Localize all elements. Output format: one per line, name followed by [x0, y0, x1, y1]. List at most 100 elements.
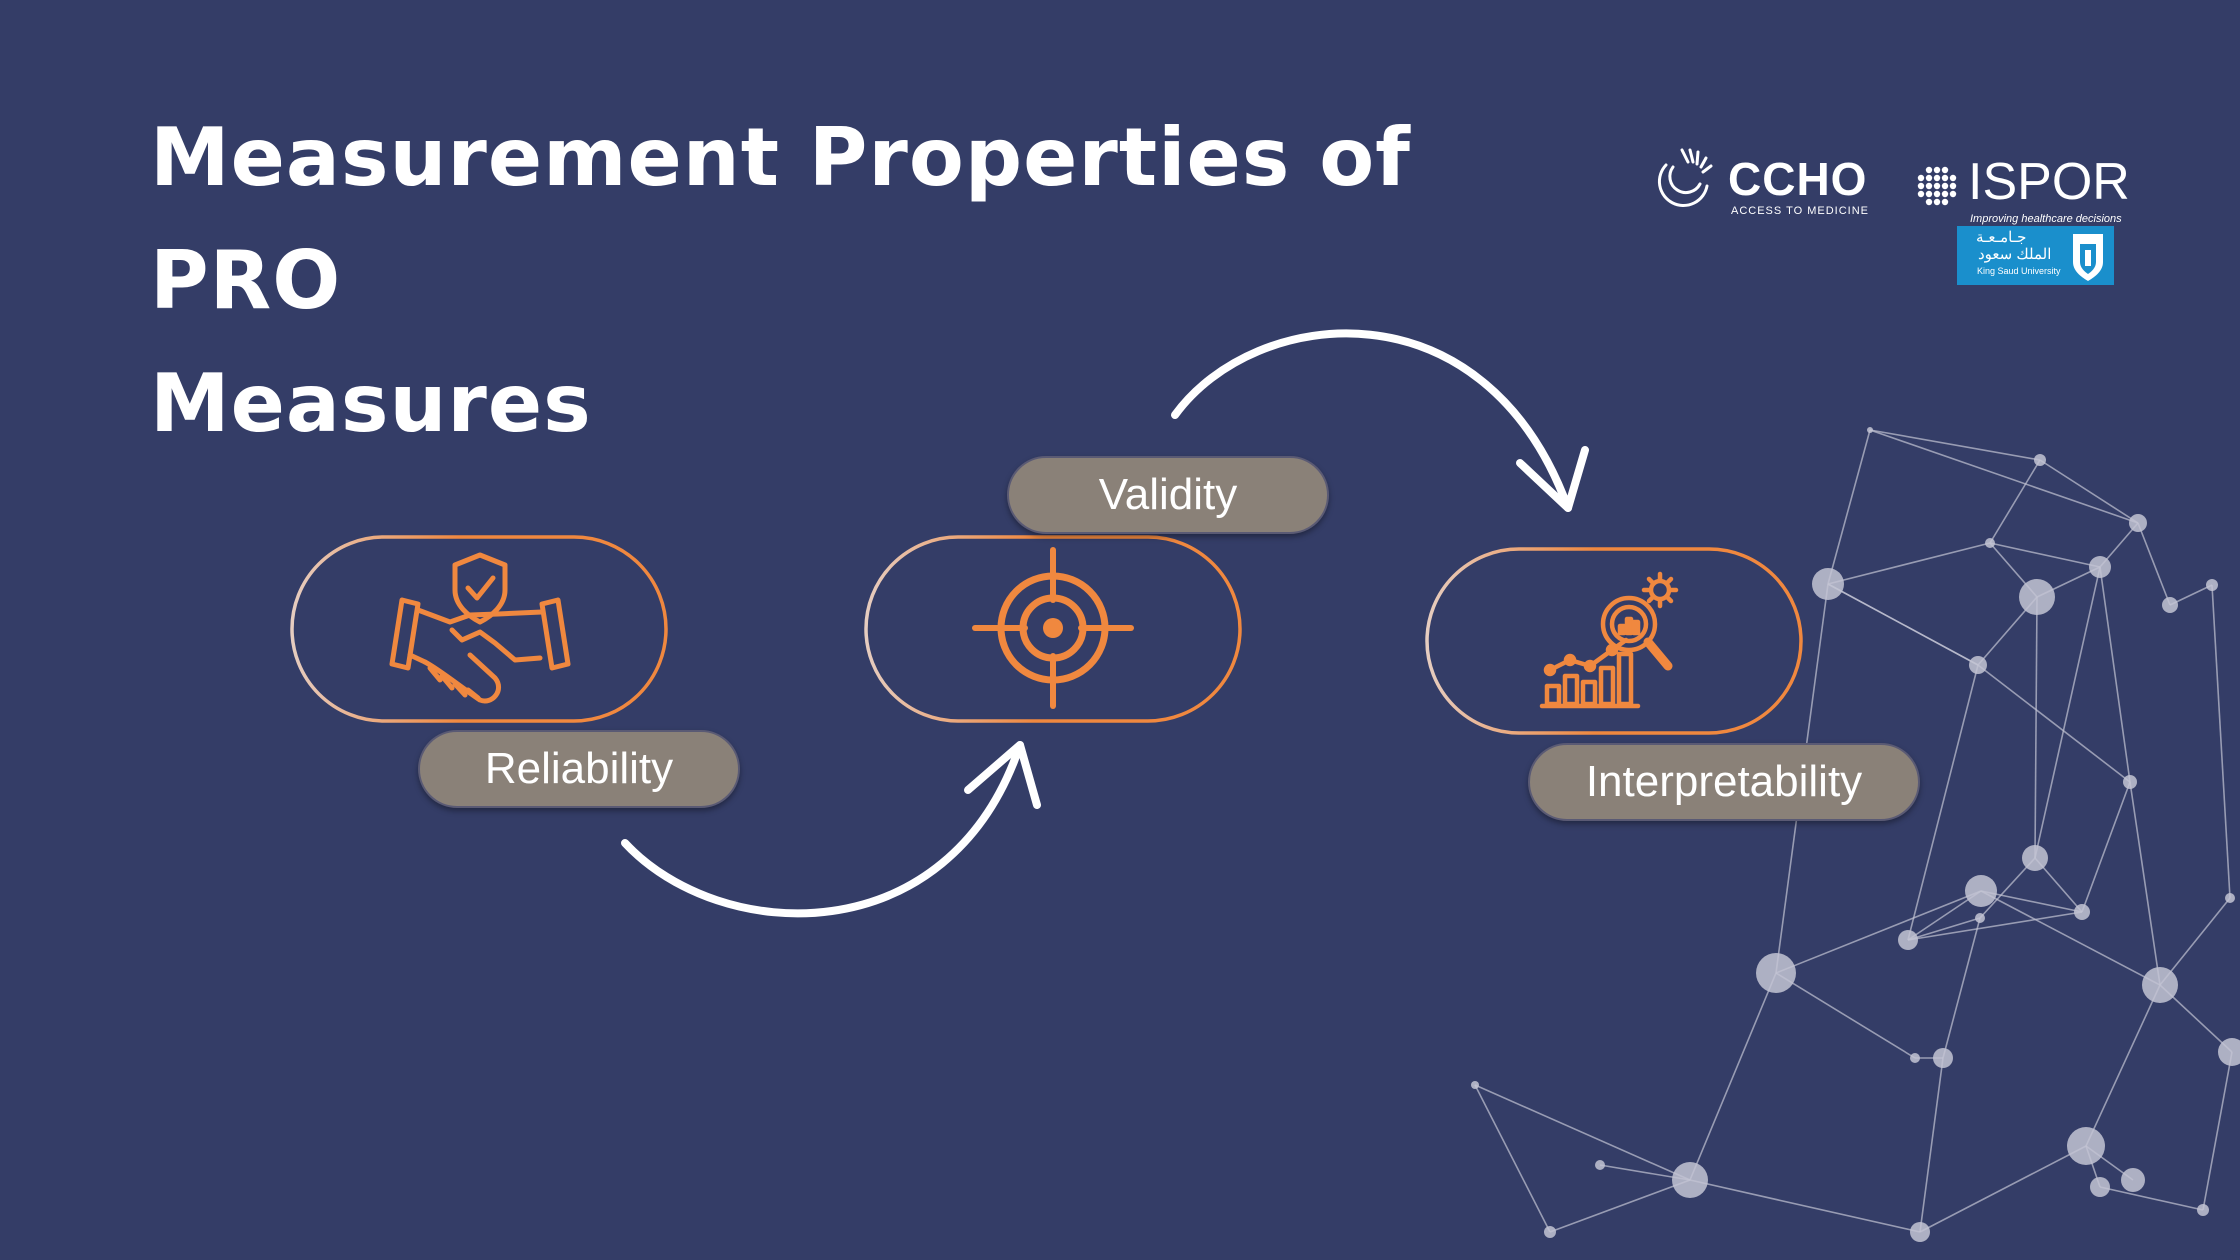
network-node	[1471, 1081, 1479, 1089]
title-line-1: Measurement Properties of PRO	[150, 111, 1411, 327]
network-edge	[1919, 1057, 1944, 1233]
network-node	[2225, 893, 2235, 903]
network-node	[1867, 427, 1873, 433]
network-edge	[1989, 542, 2101, 568]
ispor-dot	[1925, 166, 1933, 174]
ispor-dot	[1941, 174, 1949, 182]
network-edge	[2159, 897, 2231, 986]
network-edge	[1979, 857, 2036, 919]
network-edge	[1827, 542, 1991, 585]
network-edge	[1977, 664, 2131, 783]
network-node	[2074, 904, 2090, 920]
ispor-dot	[1925, 182, 1933, 190]
ksu-logo-arabic-line1: جـامـعـة	[1976, 229, 2027, 246]
network-edge	[1474, 1084, 1551, 1233]
network-edge	[2034, 566, 2101, 859]
network-edge	[1919, 1145, 2087, 1233]
ksu-logo-arabic-line2: الملك سعود	[1978, 246, 2052, 263]
network-edge	[1907, 664, 1979, 941]
network-edge	[2137, 522, 2171, 606]
step-container-validity	[864, 535, 1242, 723]
network-edge	[1775, 972, 1916, 1059]
ispor-dot	[1933, 190, 1941, 198]
ispor-dot	[1941, 198, 1949, 206]
ispor-dot	[1925, 198, 1933, 206]
target-crosshair-icon	[972, 547, 1134, 709]
network-edge	[1474, 1084, 1691, 1181]
network-node	[1969, 656, 1987, 674]
network-edge	[2085, 984, 2161, 1147]
network-edge	[1827, 583, 1979, 666]
arrow-validity-to-interpretability	[1171, 329, 1589, 512]
step-label-interpretability: Interpretability	[1528, 743, 1920, 821]
ispor-dot	[1933, 166, 1941, 174]
ispor-dot	[1949, 174, 1957, 182]
network-node	[1910, 1222, 1930, 1242]
network-node	[1985, 538, 1995, 548]
network-node	[1672, 1162, 1708, 1198]
ispor-dot	[1949, 190, 1957, 198]
ispor-dot	[1917, 174, 1925, 182]
ispor-dot	[1933, 174, 1941, 182]
ispor-logo-name: ISPOR	[1968, 153, 2130, 211]
network-edge	[1907, 917, 1981, 941]
network-node	[1756, 953, 1796, 993]
network-node	[1965, 875, 1997, 907]
network-node	[2034, 454, 2046, 466]
network-node	[1812, 568, 1844, 600]
network-edge	[1907, 911, 2083, 941]
ispor-dot	[1925, 190, 1933, 198]
arrow-reliability-to-validity	[621, 741, 1041, 918]
network-edge	[1980, 890, 2161, 986]
network-node	[2218, 1038, 2240, 1066]
network-node	[1910, 1053, 1920, 1063]
network-edge	[2202, 1051, 2233, 1211]
network-edge	[2081, 781, 2131, 913]
ispor-dot	[1917, 190, 1925, 198]
network-node	[2019, 579, 2055, 615]
network-edge	[1980, 890, 2083, 913]
network-node	[2197, 1204, 2209, 1216]
network-node	[2142, 967, 2178, 1003]
ispor-dot	[1933, 198, 1941, 206]
network-node	[1975, 913, 1985, 923]
network-node	[2206, 579, 2218, 591]
network-edge	[1989, 459, 2041, 544]
handshake-shield-icon	[389, 552, 571, 704]
ispor-dot	[1925, 174, 1933, 182]
ispor-dot	[1949, 182, 1957, 190]
slide-title: Measurement Properties of PRO Measures	[150, 96, 1530, 465]
network-node	[2129, 514, 2147, 532]
network-node	[2067, 1127, 2105, 1165]
network-node	[2162, 597, 2178, 613]
ispor-dot	[1933, 182, 1941, 190]
network-edge	[2039, 459, 2139, 524]
network-edge	[1549, 1179, 1691, 1233]
ispor-dot	[1917, 182, 1925, 190]
network-node	[2123, 775, 2137, 789]
network-edge	[1869, 429, 2041, 461]
network-node	[1898, 930, 1918, 950]
ccho-logo-mark	[1658, 148, 1713, 207]
network-node	[2089, 556, 2111, 578]
network-node	[1595, 1160, 1605, 1170]
step-label-reliability: Reliability	[418, 730, 740, 808]
network-edge	[1942, 917, 1981, 1059]
ispor-dot	[1941, 190, 1949, 198]
step-label-validity: Validity	[1007, 456, 1329, 534]
network-edge	[2129, 781, 2161, 986]
network-edge	[1689, 1179, 1921, 1233]
ispor-dot	[1941, 182, 1949, 190]
ksu-logo-english: King Saud University	[1977, 266, 2061, 276]
step-container-reliability	[290, 535, 668, 723]
network-node	[1933, 1048, 1953, 1068]
network-edge	[1689, 972, 1777, 1181]
network-node	[2090, 1177, 2110, 1197]
network-edge	[1775, 890, 1982, 974]
network-edge	[2099, 566, 2131, 783]
network-edge	[2211, 584, 2231, 899]
network-node	[1544, 1226, 1556, 1238]
network-edge	[2099, 1186, 2204, 1211]
